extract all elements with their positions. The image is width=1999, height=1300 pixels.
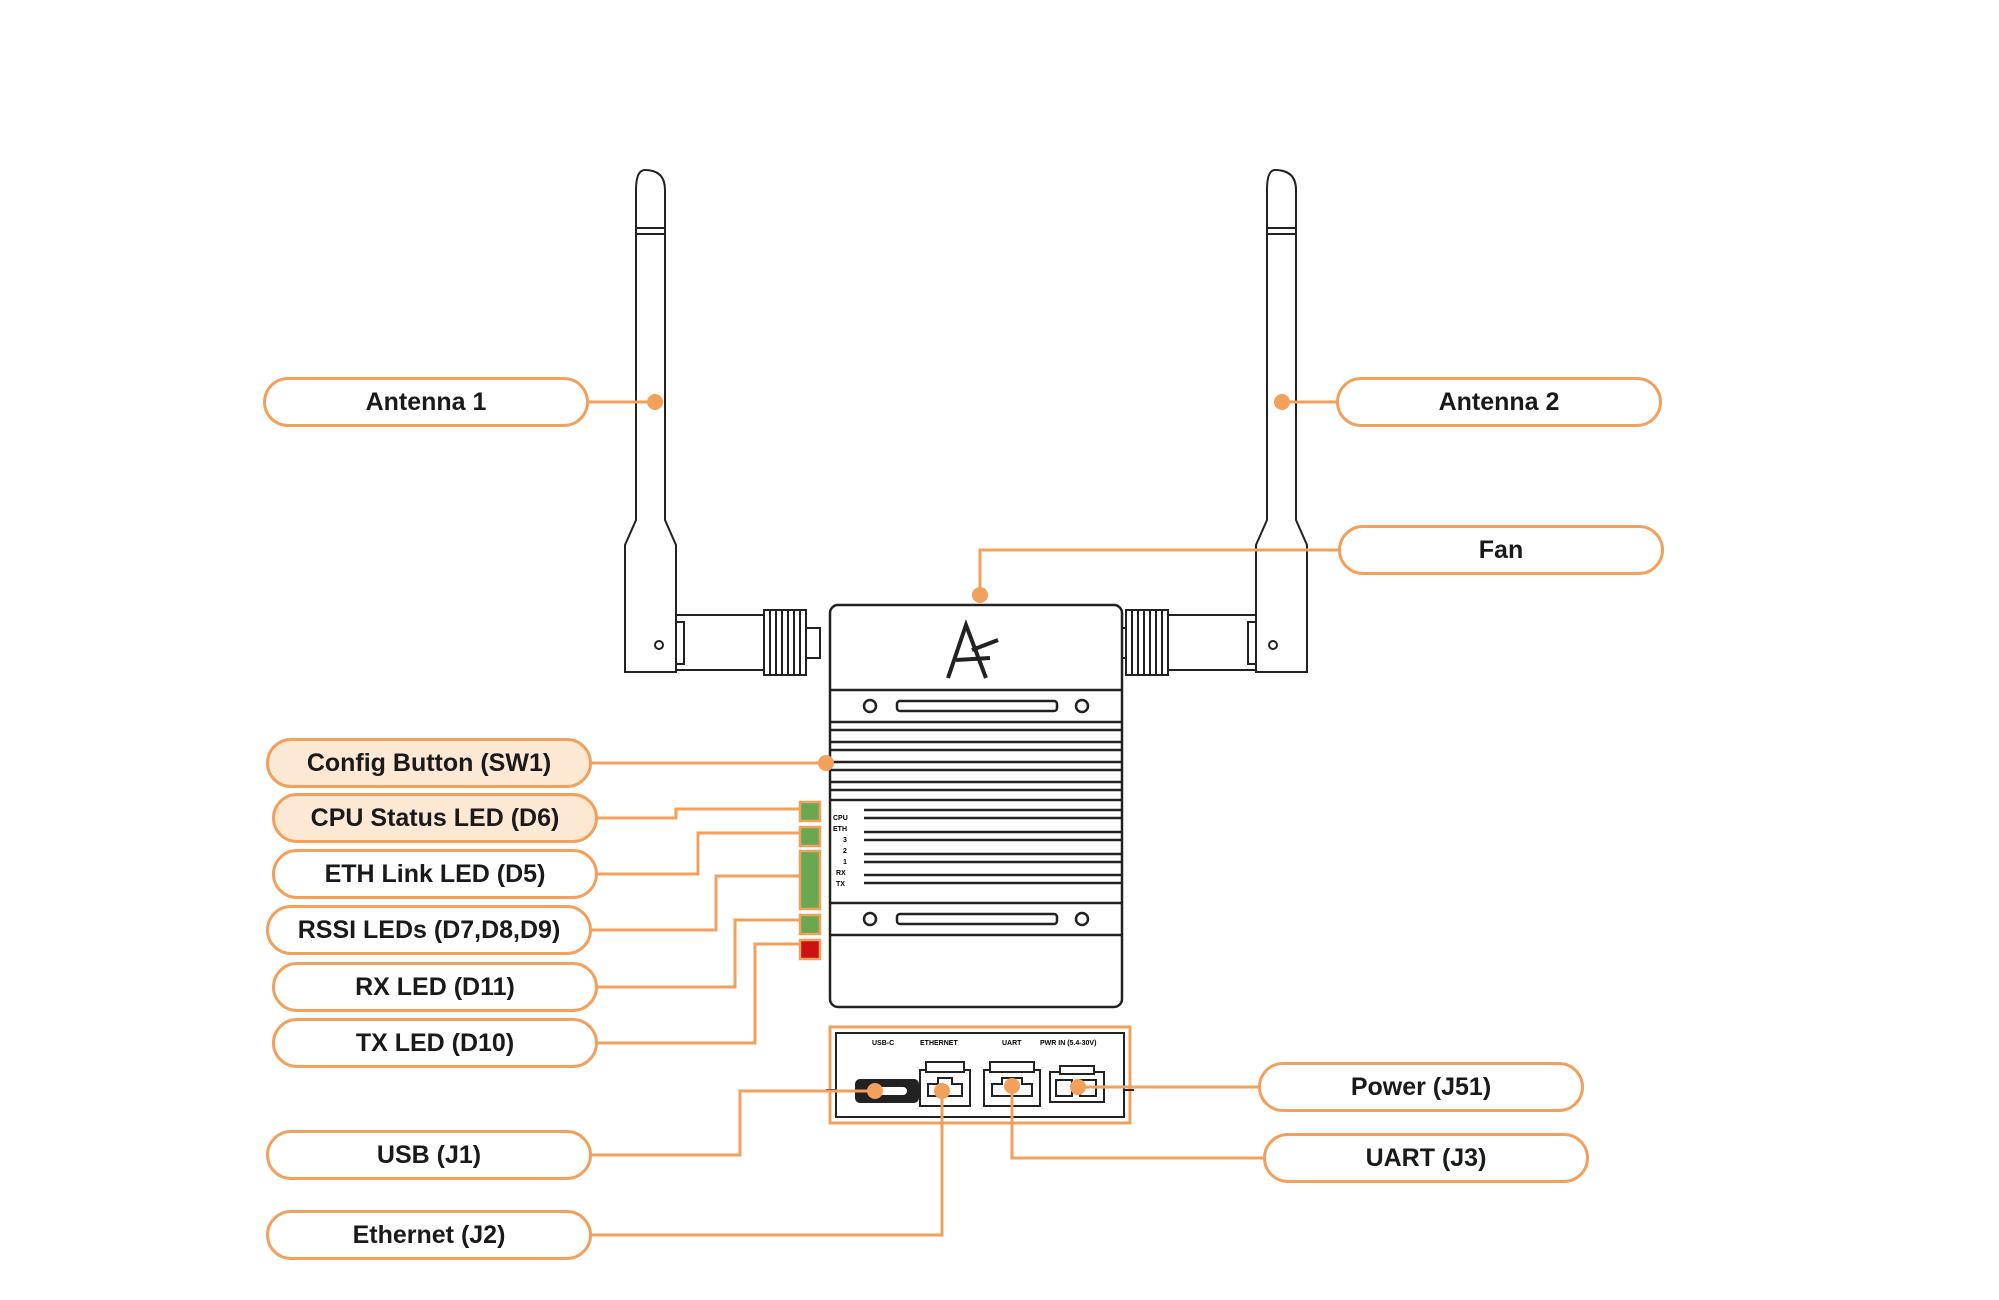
- callout-antenna-2: Antenna 2: [1336, 377, 1662, 427]
- panel-label-usb: USB-C: [872, 1040, 894, 1047]
- callout-antenna-2-text: Antenna 2: [1438, 387, 1560, 416]
- callout-power-text: Power (J51): [1350, 1072, 1492, 1101]
- callout-uart: UART (J3): [1263, 1133, 1589, 1183]
- led-text-2: 2: [843, 848, 847, 855]
- callout-fan-text: Fan: [1478, 535, 1524, 564]
- callout-usb: USB (J1): [266, 1130, 592, 1180]
- led-text-tx: TX: [836, 881, 845, 888]
- callout-eth-led: ETH Link LED (D5): [272, 849, 598, 899]
- callout-eth-led-text: ETH Link LED (D5): [324, 859, 546, 888]
- antenna-1-illustration: [624, 168, 821, 676]
- led-legend-text: CPU ETH 3 2 1 RX TX: [833, 815, 848, 888]
- panel-label-uart: UART: [1002, 1040, 1022, 1047]
- led-eth: [798, 825, 822, 848]
- leader-lines: [589, 400, 1338, 1237]
- callout-config-button: Config Button (SW1): [266, 738, 592, 788]
- led-text-eth: ETH: [833, 826, 847, 833]
- callout-config-button-text: Config Button (SW1): [306, 748, 552, 777]
- led-cpu: [798, 800, 822, 823]
- callout-uart-text: UART (J3): [1365, 1143, 1487, 1172]
- callout-rx-led-text: RX LED (D11): [355, 972, 515, 1001]
- callout-tx-led-text: TX LED (D10): [355, 1028, 515, 1057]
- callout-cpu-led-text: CPU Status LED (D6): [310, 803, 560, 832]
- panel-label-ethernet: ETHERNET: [920, 1040, 958, 1047]
- panel-label-pwr: PWR IN (5.4-30V): [1040, 1040, 1096, 1047]
- brand-logo-icon: [946, 619, 999, 679]
- leader-dots: [647, 394, 1290, 1099]
- led-text-3: 3: [843, 837, 847, 844]
- callout-cpu-led: CPU Status LED (D6): [272, 793, 598, 843]
- led-rx: [798, 913, 822, 936]
- callout-rssi-leds: RSSI LEDs (D7,D8,D9): [266, 905, 592, 955]
- callout-tx-led: TX LED (D10): [272, 1018, 598, 1068]
- callout-ethernet-text: Ethernet (J2): [352, 1220, 506, 1249]
- callout-rssi-leds-text: RSSI LEDs (D7,D8,D9): [297, 915, 561, 944]
- callout-antenna-1-text: Antenna 1: [365, 387, 487, 416]
- led-indicators: [798, 800, 822, 961]
- callout-antenna-1: Antenna 1: [263, 377, 589, 427]
- connector-panel: USB-C ETHERNET UART PWR IN (5.4-30V): [826, 1025, 1134, 1125]
- antenna-1-connector: [763, 609, 821, 676]
- led-tx: [798, 938, 822, 961]
- device-body: [828, 603, 1124, 1009]
- led-text-rx: RX: [836, 870, 846, 877]
- callout-ethernet: Ethernet (J2): [266, 1210, 592, 1260]
- antenna-2-illustration: [1111, 168, 1308, 676]
- callout-fan: Fan: [1338, 525, 1664, 575]
- led-text-1: 1: [843, 859, 847, 866]
- callout-rx-led: RX LED (D11): [272, 962, 598, 1012]
- callout-usb-text: USB (J1): [376, 1140, 482, 1169]
- led-text-cpu: CPU: [833, 815, 848, 822]
- led-rssi: [798, 849, 822, 911]
- callout-power: Power (J51): [1258, 1062, 1584, 1112]
